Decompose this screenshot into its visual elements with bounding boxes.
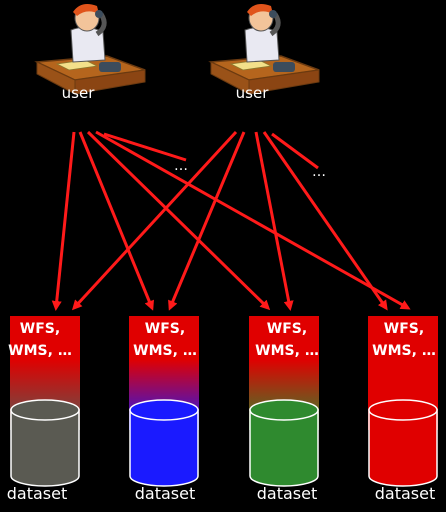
arrow-1 <box>51 131 76 311</box>
arrow-4 <box>95 130 411 310</box>
arrow-10 <box>271 132 319 170</box>
services-group <box>10 316 438 487</box>
dataset-cylinder-1 <box>10 399 80 487</box>
user-figure-1 <box>34 4 146 95</box>
ellipsis-1: … <box>174 158 188 174</box>
arrow-8 <box>254 131 294 311</box>
dataset-cylinder-2 <box>129 399 199 487</box>
arrow-6 <box>71 130 238 311</box>
arrows-group <box>51 130 411 311</box>
arrow-7 <box>168 131 246 311</box>
user-figure-2 <box>208 4 320 95</box>
dataset-cylinder-4 <box>368 399 438 487</box>
arrow-5 <box>103 132 187 162</box>
dataset-cylinder-3 <box>249 399 319 487</box>
ellipsis-2: … <box>312 164 326 180</box>
arrow-9 <box>262 131 388 311</box>
arrow-3 <box>86 130 271 311</box>
arrow-2 <box>78 131 154 311</box>
